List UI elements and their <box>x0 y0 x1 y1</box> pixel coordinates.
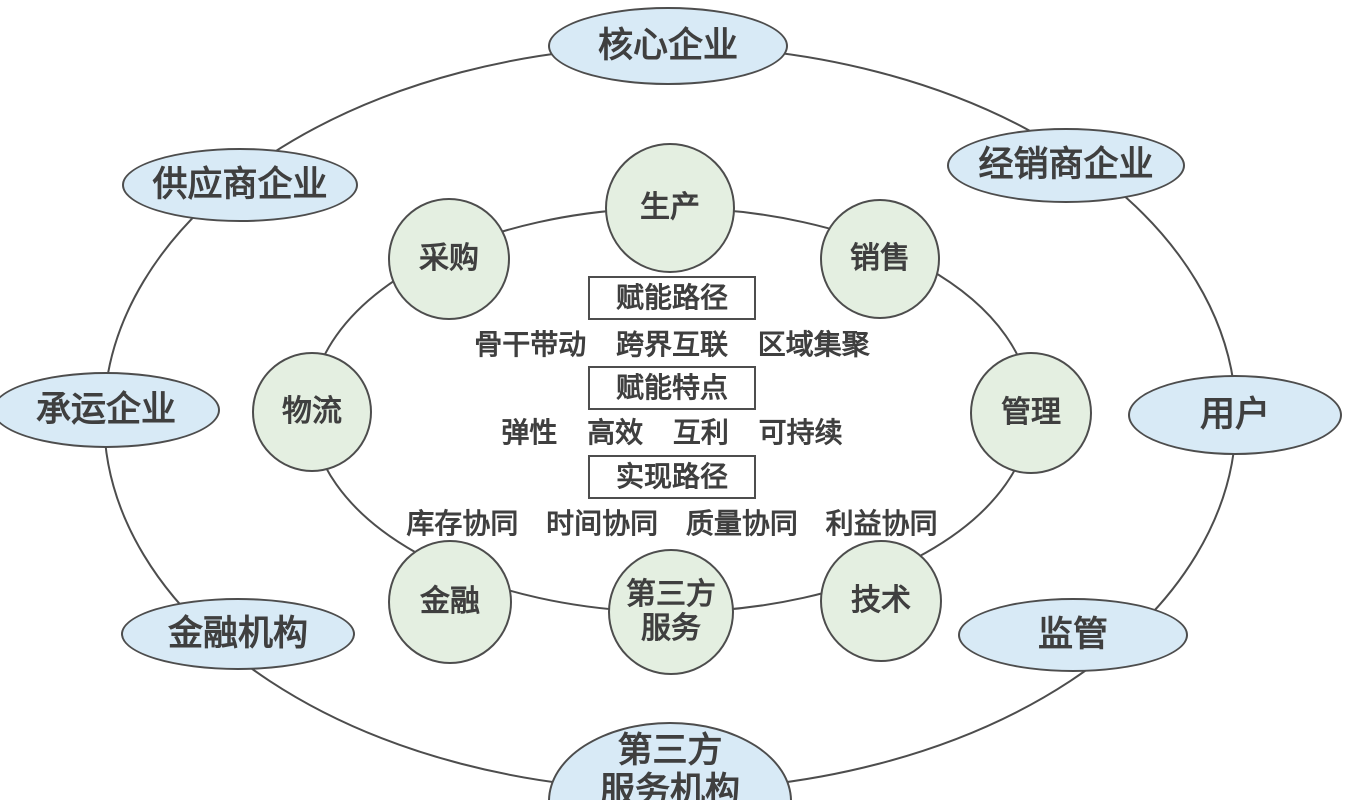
node-technology: 技术 <box>820 540 942 662</box>
heading-empower-path: 赋能路径 <box>587 276 757 320</box>
node-management: 管理 <box>970 352 1092 474</box>
node-financial-institution: 金融机构 <box>121 598 355 670</box>
node-regulator: 监管 <box>958 598 1188 672</box>
heading-empower-traits: 赋能特点 <box>587 366 757 410</box>
node-distributor-enterprise: 经销商企业 <box>947 128 1185 203</box>
detail-empower-path: 骨干带动 跨界互联 区域集聚 <box>474 328 870 361</box>
node-sales: 销售 <box>820 199 940 319</box>
detail-empower-traits: 弹性 高效 互利 可持续 <box>501 416 843 449</box>
node-finance: 金融 <box>388 540 512 664</box>
heading-realization-path: 实现路径 <box>587 455 757 499</box>
node-third-party-service-org: 第三方 服务机构 <box>548 722 792 800</box>
node-logistics: 物流 <box>252 352 372 472</box>
node-supplier-enterprise: 供应商企业 <box>122 148 358 222</box>
node-core-enterprise: 核心企业 <box>548 7 788 85</box>
node-carrier-enterprise: 承运企业 <box>0 372 220 448</box>
node-user: 用户 <box>1128 375 1342 455</box>
node-procurement: 采购 <box>388 198 510 320</box>
detail-realization-path: 库存协同 时间协同 质量协同 利益协同 <box>406 507 938 540</box>
node-third-party-service: 第三方 服务 <box>608 549 734 675</box>
node-production: 生产 <box>605 143 735 273</box>
